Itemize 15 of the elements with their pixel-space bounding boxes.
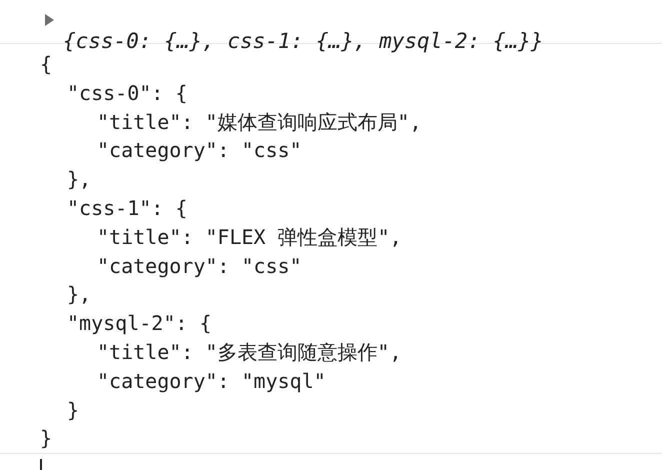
code-line: "title": "多表查询随意操作", <box>97 340 402 364</box>
code-line: "mysql-2": { <box>67 311 212 336</box>
object-summary: {css-0: {…}, css-1: {…}, mysql-2: {…}} <box>63 29 544 53</box>
code-line: "title": "FLEX 弹性盒模型", <box>97 224 402 249</box>
code-line: } <box>67 398 80 422</box>
code-line: } <box>40 426 52 450</box>
code-line: "css-1": { <box>67 196 188 220</box>
code-line: "css-0": { <box>67 80 188 105</box>
code-line: "category": "css" <box>97 138 302 162</box>
code-line: { <box>40 52 52 76</box>
code-line: }, <box>67 167 92 192</box>
code-line: "title": "媒体查询响应式布局", <box>97 110 422 134</box>
code-line: "category": "css" <box>97 254 302 278</box>
code-line: "category": "mysql" <box>97 368 326 393</box>
code-line: }, <box>67 282 92 306</box>
